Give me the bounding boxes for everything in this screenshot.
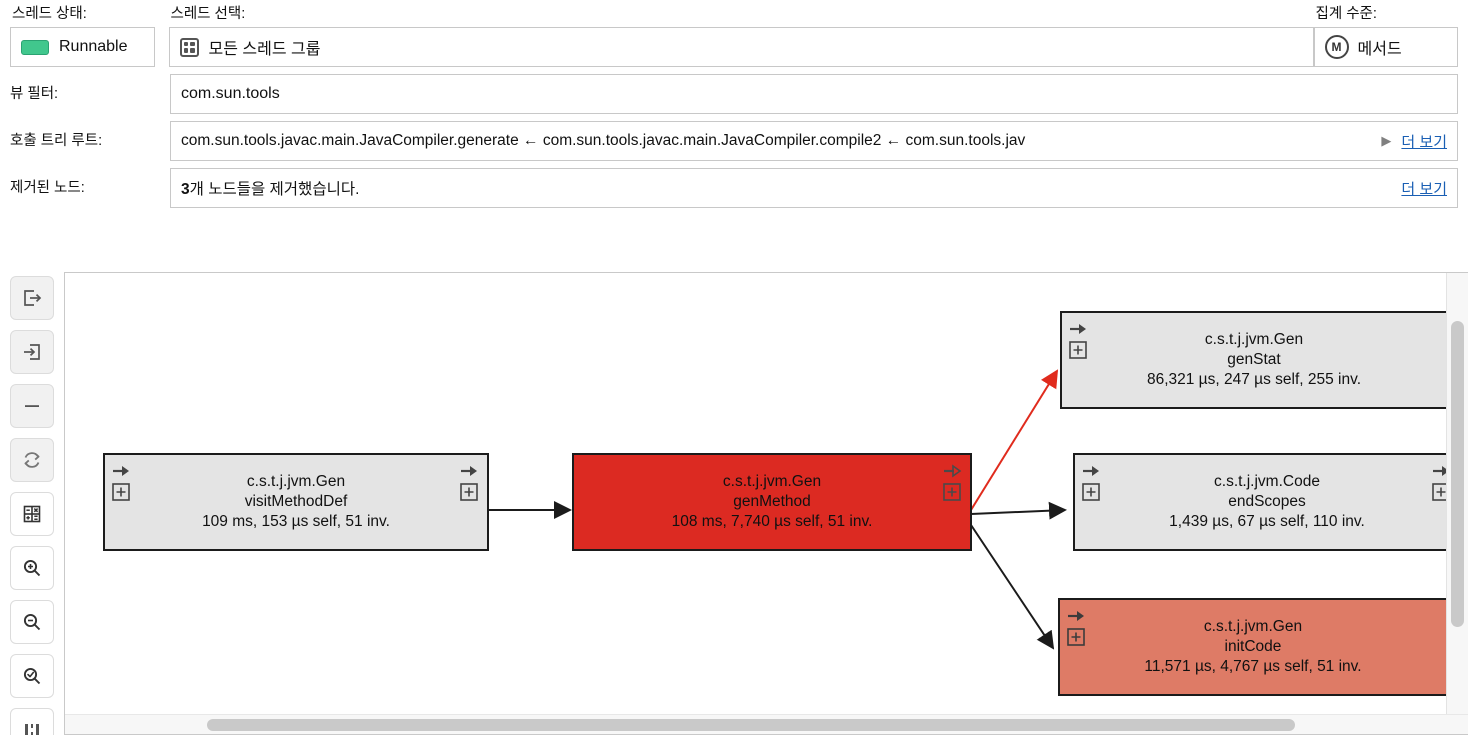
- graph-node-genMethod-class: c.s.t.j.jvm.Gen: [722, 472, 822, 490]
- status-chip-icon: [21, 39, 49, 55]
- expand-callees-arrow-icon[interactable]: [1432, 463, 1452, 479]
- aggregation-group: 집계 수준: M 메서드: [1313, 0, 1458, 67]
- show-outgoing-calls-button[interactable]: [10, 276, 54, 320]
- graph-node-genStat-text: c.s.t.j.jvm.Gen genStat 86,321 µs, 247 µ…: [1121, 330, 1387, 390]
- graph-node-genStat-left-icons: [1069, 321, 1089, 359]
- graph-node-genStat[interactable]: c.s.t.j.jvm.Gen genStat 86,321 µs, 247 µ…: [1060, 311, 1448, 409]
- call-tree-root-row: 호출 트리 루트: com.sun.tools.javac.main.JavaC…: [0, 121, 1468, 161]
- aggregation-value: 메서드: [1357, 41, 1402, 58]
- expand-callees-arrow-icon[interactable]: [112, 463, 132, 479]
- graph-node-endScopes[interactable]: c.s.t.j.jvm.Code endScopes 1,439 µs, 67 …: [1073, 453, 1461, 551]
- view-filter-label: 뷰 필터:: [10, 86, 59, 102]
- call-tree-root-value: com.sun.tools.javac.main.JavaCompiler.ge…: [181, 132, 1026, 149]
- thread-status-label: 스레드 상태:: [12, 6, 87, 22]
- thread-status-value: Runnable: [59, 38, 128, 55]
- expand-plus-icon[interactable]: [460, 483, 478, 501]
- view-filter-row: 뷰 필터: com.sun.tools: [0, 74, 1468, 114]
- graph-node-genMethod[interactable]: c.s.t.j.jvm.Gen genMethod 108 ms, 7,740 …: [572, 453, 972, 551]
- thread-select-label: 스레드 선택:: [170, 6, 246, 22]
- graph-node-endScopes-left-icons: [1082, 463, 1102, 501]
- graph-node-visitMethodDef-right-icons: [460, 463, 480, 501]
- expand-plus-icon[interactable]: [1069, 341, 1087, 359]
- graph-toolbar: [0, 272, 64, 735]
- chevron-right-icon[interactable]: ▶: [1381, 133, 1392, 148]
- graph-node-visitMethodDef[interactable]: c.s.t.j.jvm.Gen visitMethodDef 109 ms, 1…: [103, 453, 489, 551]
- removed-nodes-value: 3개 노드들을 제거했습니다.: [181, 177, 1401, 199]
- graph-node-endScopes-text: c.s.t.j.jvm.Code endScopes 1,439 µs, 67 …: [1143, 472, 1391, 532]
- graph-node-genMethod-right-icons: [943, 463, 963, 501]
- layout-distribute-button[interactable]: [10, 708, 54, 735]
- zoom-fit-button[interactable]: [10, 654, 54, 698]
- graph-node-endScopes-metrics: 1,439 µs, 67 µs self, 110 inv.: [1169, 513, 1365, 531]
- removed-nodes-suffix: 개 노드들을 제거했습니다.: [189, 181, 360, 198]
- graph-node-genStat-method: genStat: [1227, 350, 1281, 368]
- show-incoming-calls-button[interactable]: [10, 330, 54, 374]
- call-tree-root-more-link[interactable]: 더 보기: [1401, 133, 1447, 151]
- removed-nodes-row: 제거된 노드: 3개 노드들을 제거했습니다. 더 보기: [0, 168, 1468, 208]
- header-row-primary: 스레드 상태: Runnable 스레드 선택: 모든 스레드 그룹 집계 수준…: [0, 0, 1468, 67]
- call-tree-root-box[interactable]: com.sun.tools.javac.main.JavaCompiler.ge…: [170, 121, 1458, 161]
- thread-select-value: 모든 스레드 그룹: [208, 41, 321, 58]
- reset-graph-button[interactable]: [10, 438, 54, 482]
- thread-status-group: 스레드 상태: Runnable: [10, 0, 155, 67]
- expand-callees-arrow-icon[interactable]: [1082, 463, 1102, 479]
- expand-callees-arrow-icon[interactable]: [1067, 608, 1087, 624]
- thread-status-value-box[interactable]: Runnable: [10, 27, 155, 67]
- expand-plus-icon[interactable]: [1067, 628, 1085, 646]
- thread-select-group: 스레드 선택: 모든 스레드 그룹: [168, 0, 1314, 67]
- removed-nodes-label: 제거된 노드:: [10, 180, 85, 196]
- edge-genMethod-genStat: [970, 369, 1059, 511]
- graph-node-initCode-metrics: 11,571 µs, 4,767 µs self, 51 inv.: [1144, 658, 1362, 676]
- graph-node-genMethod-metrics: 108 ms, 7,740 µs self, 51 inv.: [671, 513, 873, 531]
- graph-node-visitMethodDef-class: c.s.t.j.jvm.Gen: [246, 472, 346, 490]
- graph-vertical-scrollbar[interactable]: [1446, 273, 1468, 734]
- edge-genMethod-initCode: [970, 524, 1055, 650]
- graph-node-visitMethodDef-method: visitMethodDef: [244, 492, 348, 510]
- aggregation-label: 집계 수준:: [1315, 6, 1377, 22]
- graph-node-initCode-method: initCode: [1224, 637, 1282, 655]
- graph-vertical-scrollbar-thumb[interactable]: [1451, 321, 1464, 627]
- graph-node-genStat-metrics: 86,321 µs, 247 µs self, 255 inv.: [1146, 371, 1362, 389]
- graph-node-visitMethodDef-left-icons: [112, 463, 132, 501]
- graph-node-initCode[interactable]: c.s.t.j.jvm.Gen initCode 11,571 µs, 4,76…: [1058, 598, 1448, 696]
- graph-node-genMethod-method: genMethod: [733, 492, 811, 510]
- view-filter-value: com.sun.tools: [181, 85, 280, 102]
- thread-select-value-box[interactable]: 모든 스레드 그룹: [168, 27, 1314, 67]
- filter-panel: 스레드 상태: Runnable 스레드 선택: 모든 스레드 그룹 집계 수준…: [0, 0, 1468, 208]
- graph-horizontal-scrollbar-thumb[interactable]: [207, 719, 1295, 731]
- edge-genMethod-endScopes: [970, 501, 1067, 520]
- removed-nodes-count: 3: [181, 181, 190, 198]
- graph-canvas-inner: c.s.t.j.jvm.Gen genStat 86,321 µs, 247 µ…: [65, 273, 1468, 734]
- graph-node-initCode-left-icons: [1067, 608, 1087, 646]
- aggregation-value-box[interactable]: M 메서드: [1313, 27, 1458, 67]
- removed-nodes-more-link[interactable]: 더 보기: [1401, 180, 1447, 198]
- graph-node-visitMethodDef-text: c.s.t.j.jvm.Gen visitMethodDef 109 ms, 1…: [176, 472, 416, 532]
- view-filter-input[interactable]: com.sun.tools: [170, 74, 1458, 114]
- thread-group-icon: [179, 37, 199, 57]
- graph-node-endScopes-method: endScopes: [1228, 492, 1306, 510]
- expand-callees-arrow-icon[interactable]: [943, 463, 963, 479]
- calculator-button[interactable]: [10, 492, 54, 536]
- expand-plus-icon[interactable]: [1082, 483, 1100, 501]
- graph-horizontal-scrollbar[interactable]: [65, 714, 1468, 734]
- expand-plus-icon[interactable]: [943, 483, 961, 501]
- graph-area: c.s.t.j.jvm.Gen genStat 86,321 µs, 247 µ…: [0, 272, 1468, 735]
- graph-node-genMethod-text: c.s.t.j.jvm.Gen genMethod 108 ms, 7,740 …: [646, 472, 899, 532]
- graph-node-genStat-class: c.s.t.j.jvm.Gen: [1204, 330, 1304, 348]
- remove-node-button[interactable]: [10, 384, 54, 428]
- expand-plus-icon[interactable]: [112, 483, 130, 501]
- graph-node-visitMethodDef-metrics: 109 ms, 153 µs self, 51 inv.: [202, 513, 390, 531]
- removed-nodes-box: 3개 노드들을 제거했습니다. 더 보기: [170, 168, 1458, 208]
- graph-canvas[interactable]: c.s.t.j.jvm.Gen genStat 86,321 µs, 247 µ…: [64, 272, 1468, 735]
- zoom-in-button[interactable]: [10, 546, 54, 590]
- graph-node-initCode-text: c.s.t.j.jvm.Gen initCode 11,571 µs, 4,76…: [1118, 617, 1387, 677]
- graph-node-endScopes-class: c.s.t.j.jvm.Code: [1214, 472, 1320, 490]
- graph-node-initCode-class: c.s.t.j.jvm.Gen: [1203, 617, 1303, 635]
- call-tree-root-label: 호출 트리 루트:: [10, 133, 103, 149]
- zoom-out-button[interactable]: [10, 600, 54, 644]
- expand-callees-arrow-icon[interactable]: [1069, 321, 1089, 337]
- expand-callees-arrow-icon[interactable]: [460, 463, 480, 479]
- method-circle-icon: M: [1324, 35, 1349, 59]
